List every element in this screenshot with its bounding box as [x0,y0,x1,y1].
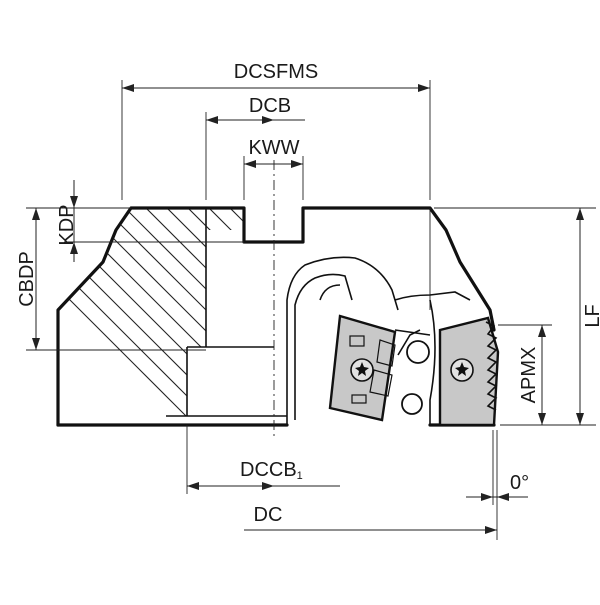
hatch-line [58,208,244,425]
svg-text:DCCB1: DCCB1 [240,459,303,482]
dim-dcsfms: DCSFMS [121,61,431,200]
label-kdp: KDP [56,204,78,245]
label-dccb: DCCB [240,459,297,481]
dim-kww: KWW [243,137,304,200]
hatch-line [58,208,244,425]
hatch-line [58,208,244,425]
cutting-insert-left [328,314,397,422]
label-kww: KWW [248,137,299,159]
label-dc: DC [254,504,283,526]
hatch-line [257,130,557,430]
label-dcsfms: DCSFMS [234,61,318,83]
dim-apmx: APMX [498,324,552,425]
clamp-circle-bottom [401,393,423,415]
insert-pocket [286,256,471,425]
label-angle: 0° [510,472,529,494]
dim-lf: LF [434,207,600,426]
cutting-insert-right [438,316,500,427]
hatch-line [404,130,600,430]
label-apmx: APMX [518,347,540,404]
dim-kdp: KDP [56,180,244,262]
section-hatch [58,130,600,430]
clamp-circle-top [406,340,430,364]
cutter-body-outline [56,206,496,427]
dim-dcb: DCB [205,95,305,200]
label-dcb: DCB [249,95,291,117]
hatch-line [172,208,244,425]
label-lf: LF [582,304,600,327]
dim-dccb1: DCCB1 [186,425,340,494]
hatch-line [58,208,201,425]
dim-cbdp: CBDP [16,207,206,351]
dim-dc: DC [244,430,498,540]
label-cbdp: CBDP [16,251,38,307]
hatch-line [58,208,244,425]
dim-angle: 0° [466,430,529,505]
label-dccb-subscript: 1 [297,470,303,482]
hatch-line [58,208,244,425]
